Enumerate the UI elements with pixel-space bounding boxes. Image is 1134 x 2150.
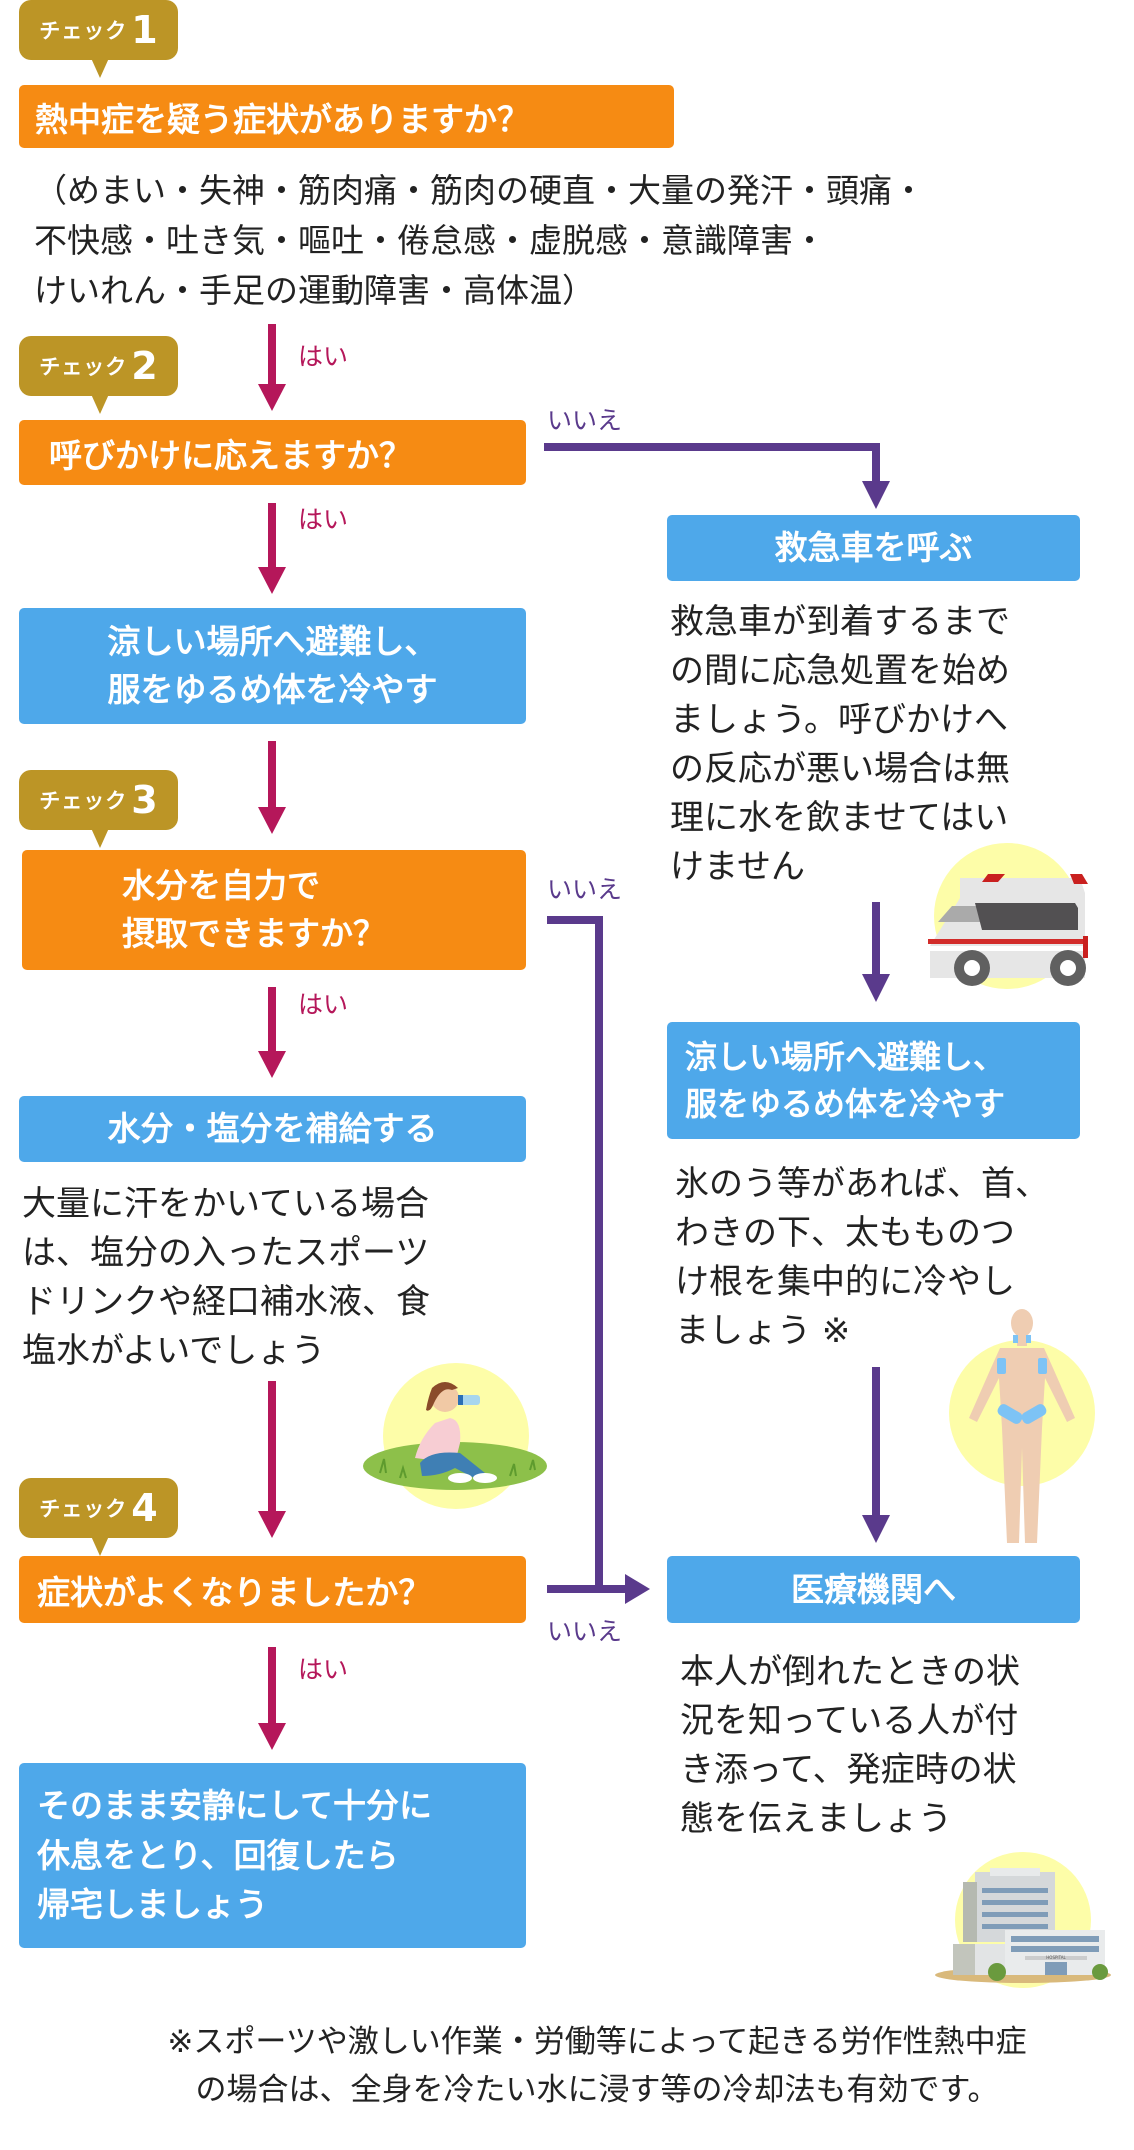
question-text-4: 症状がよくなりましたか？ (37, 1572, 432, 1612)
action-box-call-ambulance: 救急車を呼ぶ (667, 515, 1080, 581)
yes-arrow-2 (258, 503, 286, 594)
no-label-1: いいえ (547, 406, 623, 435)
ambulance-illustration (920, 838, 1095, 998)
action-title: 医療機関へ (791, 1569, 956, 1609)
check-badge-number: 1 (131, 8, 158, 52)
action-box-rest-and-recover: そのまま安静にして十分に 休息をとり、回復したら 帰宅しましょう (19, 1763, 526, 1948)
hospital-sign: HOSPITAL (1046, 1955, 1066, 1960)
action-box-cool-down: 涼しい場所へ避難し、 服をゆるめ体を冷やす (19, 608, 526, 724)
check-badge-number: 2 (131, 344, 158, 388)
footnote: ※スポーツや激しい作業・労働等によって起きる労作性熱中症 の場合は、全身を冷たい… (167, 2024, 1027, 2108)
check-badge-1: チェック 1 (19, 0, 178, 78)
yes-arrow-4 (258, 987, 286, 1078)
body-cooling-points-illustration (945, 1308, 1095, 1548)
question-text-1: 熱中症を疑う症状がありますか？ (35, 99, 530, 139)
check-badge-label: チェック (39, 1497, 128, 1521)
action-title: 救急車を呼ぶ (774, 528, 973, 568)
yes-label-1: はい (298, 342, 349, 371)
action-title: 涼しい場所へ避難し、 服をゆるめ体を冷やす (107, 622, 438, 709)
yes-arrow-1 (258, 324, 286, 411)
action-title: そのまま安静にして十分に 休息をとり、回復したら 帰宅しましょう (37, 1786, 433, 1925)
check-badge-number: 3 (131, 778, 158, 822)
symptom-list: （めまい・失神・筋肉痛・筋肉の硬直・大量の発汗・頭痛・ 不快感・吐き気・嘔吐・倦… (34, 171, 925, 310)
question-text-2: 呼びかけに応えますか？ (49, 435, 412, 475)
no-arrow-1 (544, 443, 890, 509)
no-arrow-3 (547, 1574, 650, 1604)
question-text-3: 水分を自力で 摂取できますか？ (122, 866, 386, 953)
check-badge-label: チェック (39, 355, 128, 379)
medical-instructions: 本人が倒れたときの状 況を知っている人が付 き添って、発症時の状 態を伝えましょ… (680, 1652, 1020, 1839)
no-label-3: いいえ (547, 1617, 623, 1646)
check-badge-4: チェック 4 (19, 1478, 178, 1556)
drinking-person-illustration (360, 1358, 550, 1513)
hospital-illustration: HOSPITAL (935, 1850, 1115, 1990)
flow-arrow-right-1 (862, 902, 890, 1002)
flow-arrow-3 (258, 741, 286, 834)
no-arrow-2 (547, 916, 603, 1592)
check-badge-2: チェック 2 (19, 336, 178, 414)
flow-arrow-right-2 (862, 1367, 890, 1543)
question-box-1: 熱中症を疑う症状がありますか？ (19, 85, 674, 148)
ambulance-instructions: 救急車が到着するまで の間に応急処置を始め ましょう。呼びかけへ の反応が悪い場… (670, 602, 1010, 887)
action-box-medical-institution: 医療機関へ (667, 1556, 1080, 1623)
check-badge-number: 4 (131, 1486, 158, 1530)
flow-arrow-5 (258, 1381, 286, 1538)
question-box-3: 水分を自力で 摂取できますか？ (22, 850, 526, 970)
yes-label-4: はい (298, 1655, 349, 1684)
check-badge-label: チェック (39, 19, 128, 43)
yes-label-3: はい (298, 990, 349, 1019)
action-box-cool-down-right: 涼しい場所へ避難し、 服をゆるめ体を冷やす (667, 1022, 1080, 1139)
yes-label-2: はい (298, 505, 349, 534)
action-box-hydrate: 水分・塩分を補給する (19, 1096, 526, 1162)
question-box-2: 呼びかけに応えますか？ (19, 420, 526, 485)
check-badge-3: チェック 3 (19, 770, 178, 848)
action-title: 水分・塩分を補給する (107, 1109, 438, 1149)
action-title: 涼しい場所へ避難し、 服をゆるめ体を冷やす (685, 1038, 1006, 1123)
hydrate-instructions: 大量に汗をかいている場合 は、塩分の入ったスポーツ ドリンクや経口補水液、食 塩… (22, 1184, 430, 1371)
no-label-2: いいえ (547, 875, 623, 904)
check-badge-label: チェック (39, 789, 128, 813)
yes-arrow-6 (258, 1647, 286, 1750)
question-box-4: 症状がよくなりましたか？ (19, 1556, 526, 1623)
cooling-instructions: 氷のう等があれば、首、 わきの下、太もものつ け根を集中的に冷やし ましょう ※ (675, 1164, 1049, 1351)
